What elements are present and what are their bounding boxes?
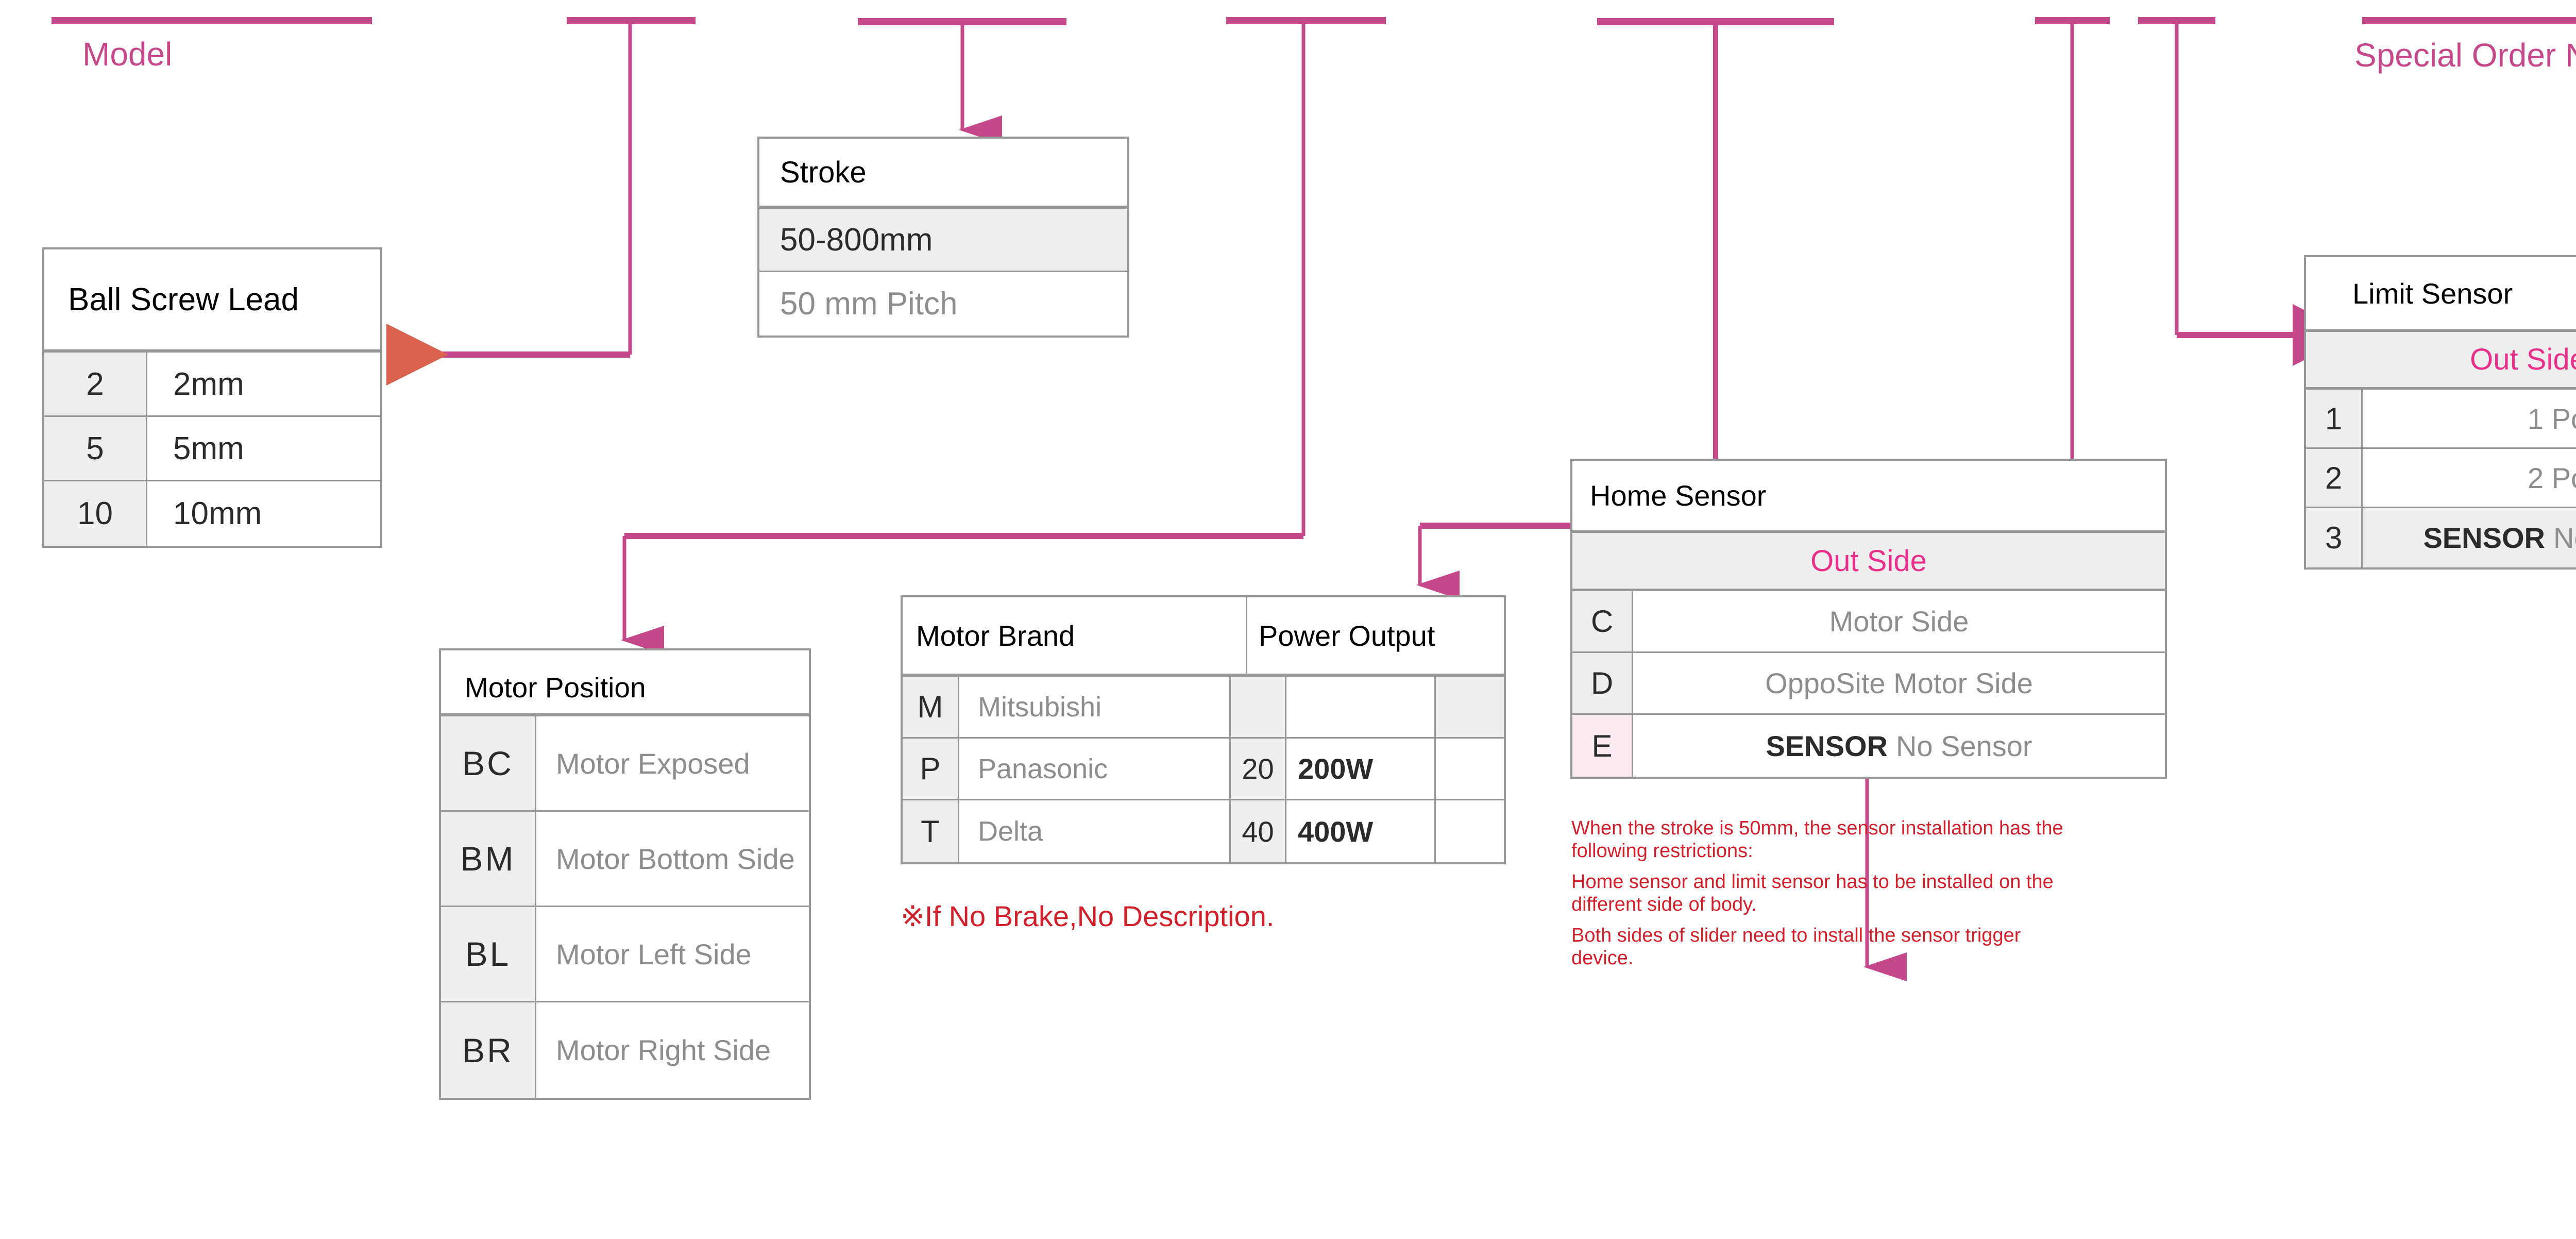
table-row: 1 1 Pc [2306, 390, 2576, 449]
hs-desc: No Sensor [1895, 729, 2032, 762]
home-sensor-subtitle: Out Side [1572, 530, 2165, 591]
mp-code: BM [441, 812, 536, 906]
table-row: D OppoSite Motor Side [1572, 653, 2165, 715]
table-row: M Mitsubishi [903, 677, 1504, 739]
mb-spare-cell [1436, 677, 1504, 737]
table-row: T Delta 40 400W [903, 800, 1504, 862]
ls-code: 3 [2306, 508, 2363, 567]
home-sensor-title: Home Sensor [1590, 479, 1767, 512]
mb-power-code [1231, 677, 1286, 737]
ls-desc: No Sensor [2553, 522, 2576, 554]
mb-power-desc: 400W [1286, 800, 1436, 862]
motor-brand-header-row: Motor Brand Power Output [903, 597, 1504, 677]
mb-brand: Delta [959, 800, 1231, 862]
table-row: 2 2mm [44, 353, 380, 417]
mb-power-code: 40 [1231, 800, 1286, 862]
table-row: 2 2 Pc [2306, 449, 2576, 508]
table-row: 3 SENSOR No Sensor [2306, 508, 2576, 567]
bsl-code: 10 [44, 481, 147, 546]
hs-desc-group: SENSOR No Sensor [1633, 715, 2165, 777]
ls-code: 2 [2306, 449, 2363, 507]
bsl-desc: 10mm [173, 496, 262, 531]
bsl-code: 5 [44, 417, 147, 480]
table-home-sensor: Home Sensor Out Side C Motor Side D Oppo… [1570, 459, 2167, 779]
mb-power-desc [1286, 677, 1436, 737]
table-row: BR Motor Right Side [441, 1002, 809, 1098]
mb-power-desc: 200W [1286, 739, 1436, 799]
mb-spare-cell [1436, 739, 1504, 799]
table-row: C Motor Side [1572, 591, 2165, 653]
mb-code: T [903, 800, 959, 862]
ls-sensor-strong: SENSOR [2423, 522, 2545, 554]
ls-code: 1 [2306, 390, 2363, 447]
mb-code: P [903, 739, 959, 799]
hs-sensor-strong: SENSOR [1766, 729, 1888, 762]
bsl-desc: 2mm [173, 366, 244, 402]
warn-line-1: When the stroke is 50mm, the sensor inst… [1571, 817, 2063, 862]
bsl-desc: 5mm [173, 430, 244, 466]
table-motor-brand-power-output: Motor Brand Power Output M Mitsubishi P … [901, 595, 1506, 864]
table-row: BL Motor Left Side [441, 907, 809, 1002]
ball-screw-lead-title: Ball Screw Lead [44, 249, 380, 353]
stroke-pitch: 50 mm Pitch [780, 286, 958, 322]
mb-power-code: 20 [1231, 739, 1286, 799]
stroke-range: 50-800mm [759, 209, 1127, 272]
warn-line-2: Home sensor and limit sensor has to be i… [1571, 871, 2054, 915]
mp-desc: Motor Right Side [556, 1034, 771, 1066]
mp-code: BR [441, 1002, 536, 1098]
mb-brand: Mitsubishi [959, 677, 1231, 737]
label-special-order-no: Special Order No. [2354, 37, 2576, 74]
table-row: 5 5mm [44, 417, 380, 481]
table-row: BC Motor Exposed [441, 716, 809, 812]
table-limit-sensor: Limit Sensor Out Side 1 1 Pc 2 2 Pc 3 SE… [2304, 255, 2576, 570]
hs-code: D [1572, 653, 1633, 713]
mb-spare-cell [1436, 800, 1504, 862]
motor-brand-title: Motor Brand [903, 597, 1247, 674]
mb-code: M [903, 677, 959, 737]
note-no-brake: ※If No Brake,No Description. [901, 900, 1275, 932]
hs-code: E [1572, 715, 1633, 777]
mp-code: BL [441, 907, 536, 1001]
table-row: P Panasonic 20 200W [903, 739, 1504, 800]
warn-line-3: Both sides of slider need to install the… [1571, 925, 2021, 969]
ls-desc-group: SENSOR No Sensor [2363, 508, 2576, 567]
limit-sensor-subtitle: Out Side [2306, 329, 2576, 390]
mp-desc: Motor Left Side [556, 937, 752, 970]
table-stroke: Stroke 50-800mm 50 mm Pitch [757, 137, 1129, 338]
table-row: E SENSOR No Sensor [1572, 715, 2165, 777]
mb-brand: Panasonic [959, 739, 1231, 799]
mp-code: BC [441, 716, 536, 810]
power-output-title: Power Output [1259, 619, 1435, 652]
ls-desc: 1 Pc [2527, 402, 2576, 435]
table-row: BM Motor Bottom Side [441, 812, 809, 907]
label-model: Model [82, 36, 173, 73]
hs-desc: Motor Side [1829, 605, 1969, 638]
hs-code: C [1572, 591, 1633, 651]
table-ball-screw-lead: Ball Screw Lead 2 2mm 5 5mm 10 10mm [42, 247, 382, 548]
hs-desc: OppoSite Motor Side [1765, 667, 2033, 699]
note-sensor-restrictions: When the stroke is 50mm, the sensor inst… [1571, 817, 2087, 978]
bsl-code: 2 [44, 353, 147, 415]
table-motor-position: Motor Position BC Motor Exposed BM Motor… [439, 648, 811, 1100]
stroke-title: Stroke [759, 139, 1127, 209]
table-row: 10 10mm [44, 481, 380, 546]
motor-position-title: Motor Position [441, 650, 809, 716]
mp-desc: Motor Bottom Side [556, 842, 795, 875]
ls-desc: 2 Pc [2527, 461, 2576, 494]
limit-sensor-title: Limit Sensor [2352, 277, 2513, 310]
mp-desc: Motor Exposed [556, 747, 750, 780]
